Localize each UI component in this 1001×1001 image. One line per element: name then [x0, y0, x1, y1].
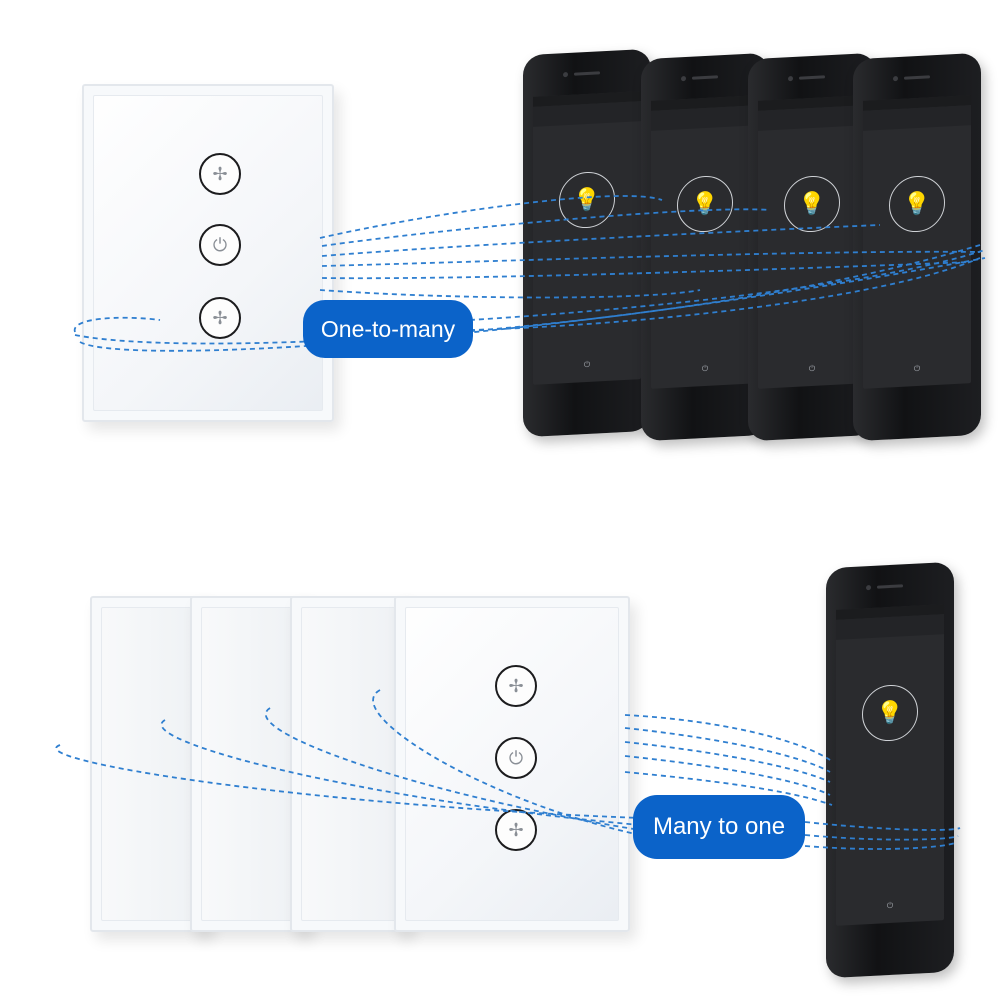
- bulb-icon: 💡: [677, 174, 733, 234]
- wall-switch-panel: [290, 596, 408, 932]
- power-icon: ⏻: [508, 748, 524, 768]
- smartphone: 💡 ⏻: [826, 561, 954, 979]
- phone-screen: 💡 ⏻: [533, 91, 641, 385]
- app-header: [836, 614, 944, 640]
- fan-speed-button: ✢: [199, 297, 241, 339]
- app-header: [651, 105, 759, 131]
- power-icon: ⏻: [701, 363, 709, 374]
- smartphone: 💡 ⏻: [523, 48, 651, 438]
- fan-button: ✢: [495, 665, 537, 707]
- phone-screen: 💡 ⏻: [651, 95, 759, 389]
- bulb-icon: 💡: [862, 683, 918, 743]
- phone-screen: 💡 ⏻: [758, 95, 866, 389]
- power-icon: ⏻: [583, 359, 591, 370]
- fan-speed-icon: ✢: [212, 308, 228, 328]
- one-to-many-label: One-to-many: [303, 300, 473, 358]
- power-icon: ⏻: [212, 235, 228, 255]
- fan-speed-button: ✢: [495, 809, 537, 851]
- fan-speed-icon: ✢: [508, 820, 524, 840]
- fan-icon: ✢: [212, 164, 228, 184]
- phone-camera: [563, 71, 568, 78]
- power-button: ⏻: [495, 737, 537, 779]
- app-header: [863, 105, 971, 131]
- fan-button: ✢: [199, 153, 241, 195]
- bulb-icon: 💡: [784, 174, 840, 234]
- bulb-icon: 💡: [889, 174, 945, 234]
- app-header: [533, 101, 641, 127]
- smartphone: 💡 ⏻: [853, 52, 981, 442]
- phone-screen: 💡 ⏻: [836, 604, 944, 926]
- power-icon: ⏻: [913, 363, 921, 374]
- fan-icon: ✢: [508, 676, 524, 696]
- many-to-one-label: Many to one: [633, 795, 805, 859]
- power-icon: ⏻: [886, 900, 894, 911]
- phone-screen: 💡 ⏻: [863, 95, 971, 389]
- power-icon: ⏻: [808, 363, 816, 374]
- phone-speaker: [574, 71, 600, 76]
- power-button: ⏻: [199, 224, 241, 266]
- app-header: [758, 105, 866, 131]
- bulb-icon: 💡: [559, 170, 615, 230]
